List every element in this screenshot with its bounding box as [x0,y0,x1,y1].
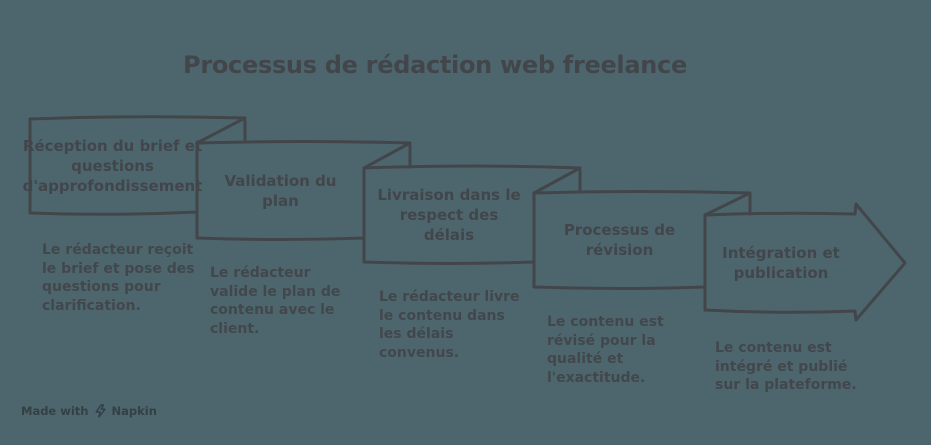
step-5-arrow-shape [703,202,907,322]
watermark: Made with Napkin [21,404,157,418]
step-3-description: Le rédacteur livre le contenu dans les d… [379,289,520,361]
step-2-description: Le rédacteur valide le plan de contenu a… [210,265,341,337]
watermark-brand-text: Napkin [111,404,157,418]
step-2-label: Validation du plan [224,171,337,210]
step-2-banner-shape [195,140,412,264]
step-5-label: Intégration et publication [722,243,840,282]
step-4-description: Le contenu est révisé pour la qualité et… [547,314,664,386]
step-4-label: Processus de révision [563,221,676,259]
napkin-logo-icon [95,404,106,418]
step-3-label: Livraison dans le respect des délais [377,186,521,244]
step-3-banner-shape [362,164,582,289]
diagram-title: Processus de rédaction web freelance [183,51,687,79]
step-1-banner-shape [28,115,247,240]
step-1-description: Le rédacteur reçoit le brief et pose des… [42,242,195,314]
step-4-banner-shape [532,190,752,312]
step-5-description: Le contenu est intégré et publié sur la … [715,340,857,393]
watermark-made-with-text: Made with [21,404,89,418]
step-1-label: Réception du brief et questions d'approf… [22,136,203,195]
